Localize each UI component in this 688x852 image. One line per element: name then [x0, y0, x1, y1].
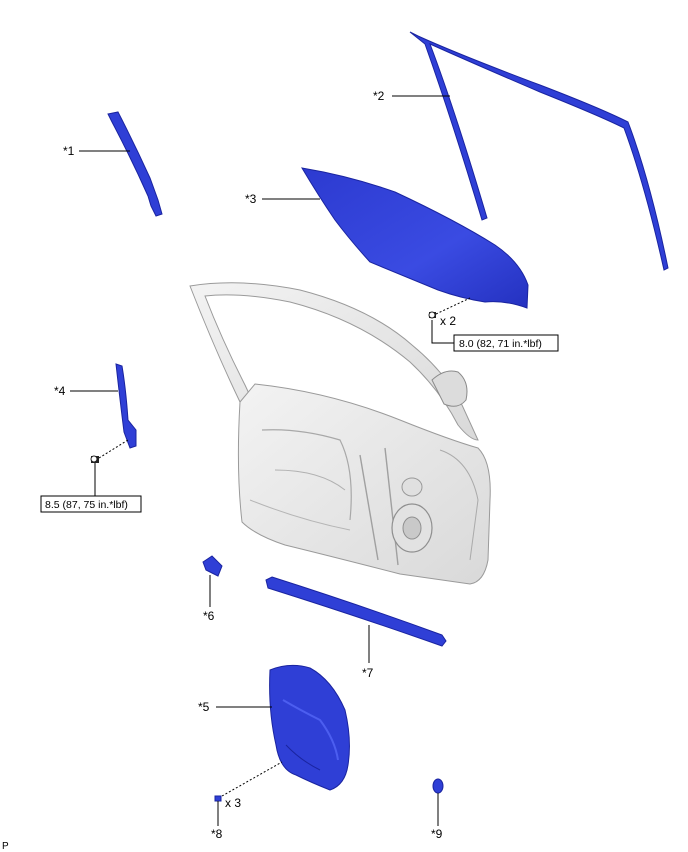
quantity-label-bolts: x 2 [440, 314, 456, 328]
callout-label-3: *3 [245, 192, 257, 206]
door-glass [301, 167, 529, 309]
door-panel [189, 282, 491, 585]
install-line [221, 761, 283, 797]
service-hole-cover [269, 664, 350, 791]
callout-label-1: *1 [63, 144, 75, 158]
bolt-icon [90, 455, 99, 463]
bracket-part [202, 555, 223, 577]
hole-plug [432, 778, 444, 794]
callout-label-9: *9 [431, 827, 443, 841]
install-line [435, 297, 471, 315]
leader-line [431, 320, 454, 344]
quantity-label-clips: x 3 [225, 796, 241, 810]
rear-sash-part [115, 363, 137, 449]
belt-moulding [265, 576, 447, 647]
callout-label-4: *4 [54, 384, 66, 398]
bolt-icon [428, 311, 436, 319]
glass-run-channel [409, 31, 669, 271]
front-sash-part [107, 111, 163, 217]
torque-spec-window: 8.0 (82, 71 in.*lbf) [459, 338, 542, 350]
callout-label-2: *2 [373, 89, 385, 103]
torque-box-rear-sash: 8.5 (87, 75 in.*lbf) [40, 495, 142, 513]
corner-mark: P [2, 841, 9, 852]
callout-label-8: *8 [211, 827, 223, 841]
clip-part [214, 795, 222, 802]
install-line [98, 439, 129, 459]
callout-label-6: *6 [203, 609, 215, 623]
callout-label-7: *7 [362, 666, 374, 680]
torque-box-window: 8.0 (82, 71 in.*lbf) [453, 334, 559, 352]
torque-spec-rear-sash: 8.5 (87, 75 in.*lbf) [45, 499, 128, 511]
callout-label-5: *5 [198, 700, 210, 714]
